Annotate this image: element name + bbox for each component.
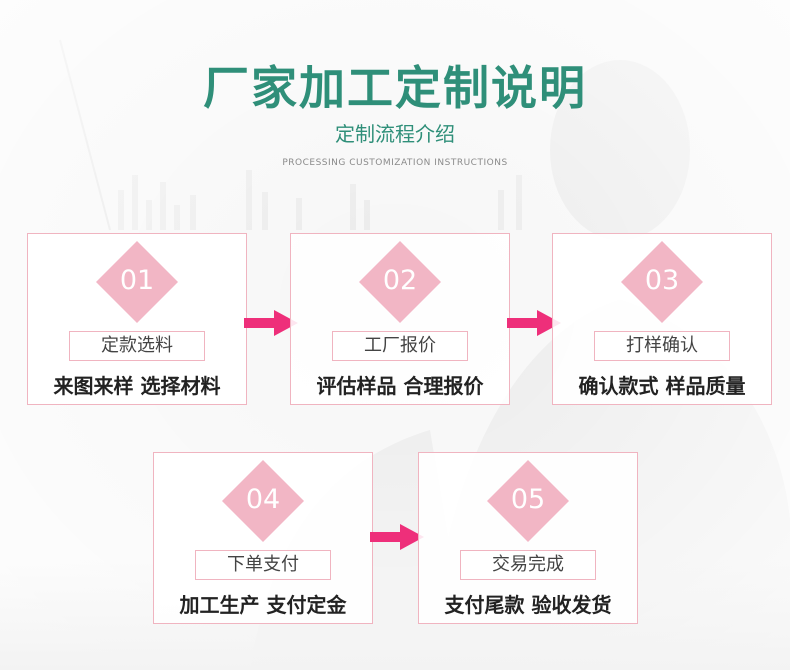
- step-number: 04: [245, 484, 281, 515]
- step-card-05: 05 交易完成 支付尾款 验收发货: [418, 452, 638, 624]
- step-description: 确认款式 样品质量: [578, 374, 746, 398]
- step-label: 工厂报价: [332, 331, 468, 361]
- step-description: 支付尾款 验收发货: [444, 593, 612, 617]
- arrow-right-icon: [244, 310, 298, 336]
- page-subtitle: 定制流程介绍: [335, 122, 455, 146]
- step-label: 定款选料: [69, 331, 205, 361]
- step-label: 下单支付: [195, 550, 331, 580]
- step-number: 03: [644, 265, 680, 296]
- step-label: 打样确认: [594, 331, 730, 361]
- step-description: 评估样品 合理报价: [316, 374, 484, 398]
- step-card-02: 02 工厂报价 评估样品 合理报价: [290, 233, 510, 405]
- step-number: 05: [510, 484, 546, 515]
- step-number: 02: [382, 265, 418, 296]
- arrow-right-icon: [507, 310, 561, 336]
- arrow-right-icon: [370, 524, 424, 550]
- step-card-03: 03 打样确认 确认款式 样品质量: [552, 233, 772, 405]
- step-description: 来图来样 选择材料: [53, 374, 221, 398]
- page-title: 厂家加工定制说明: [203, 61, 587, 115]
- step-label: 交易完成: [460, 550, 596, 580]
- step-number: 01: [119, 265, 155, 296]
- step-card-01: 01 定款选料 来图来样 选择材料: [27, 233, 247, 405]
- page-subtitle-english: PROCESSING CUSTOMIZATION INSTRUCTIONS: [282, 158, 508, 168]
- step-card-04: 04 下单支付 加工生产 支付定金: [153, 452, 373, 624]
- step-description: 加工生产 支付定金: [179, 593, 347, 617]
